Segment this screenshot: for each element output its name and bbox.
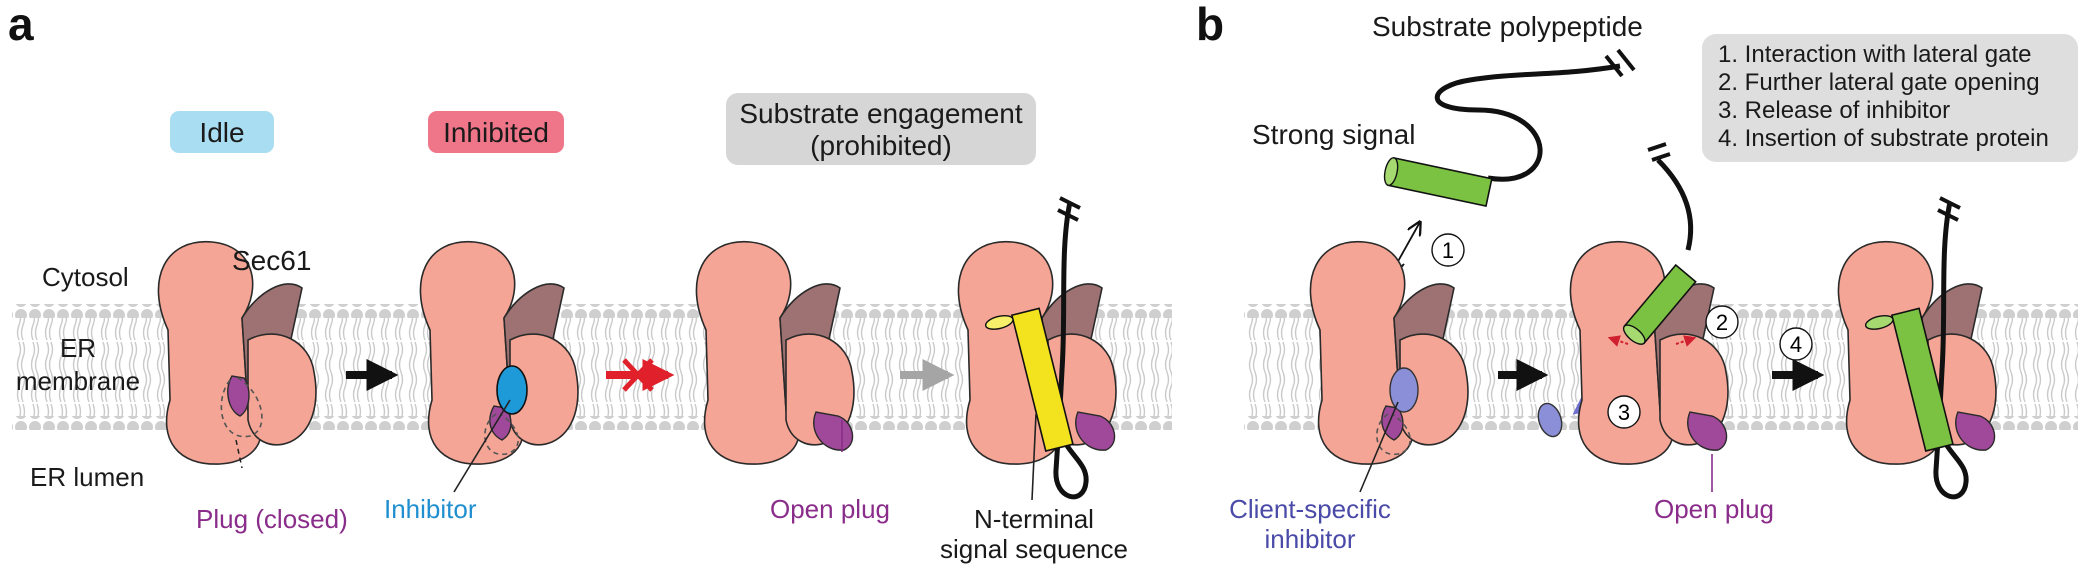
released-inhibitor [1537, 402, 1563, 438]
step-marker-1-text: 1 [1442, 238, 1454, 263]
plug-closed-label: Plug (closed) [196, 504, 348, 534]
substrate-polypeptide-label: Substrate polypeptide [1372, 11, 1643, 42]
inhibitor-label: Inhibitor [384, 494, 477, 524]
step-marker-4 [1779, 327, 1813, 361]
plug-leader [235, 439, 243, 469]
step-marker-3 [1607, 395, 1641, 429]
idle-label-box [170, 111, 274, 153]
strong-signal-helix [1383, 156, 1493, 208]
signal-sequence-label-line1: N-terminal [974, 504, 1094, 534]
sec61-channel-inhibited [419, 240, 579, 465]
step-marker-1 [1431, 233, 1465, 267]
er-membrane-label-line1: ER [60, 333, 96, 363]
substrate-polypeptide-chain [1434, 63, 1621, 182]
gate-open-arrow-right [1675, 335, 1697, 347]
substrate-engagement-label-box [726, 93, 1036, 165]
step-marker-4-text: 4 [1790, 332, 1802, 357]
strong-signal-label: Strong signal [1252, 119, 1415, 150]
panel-letter-b: b [1196, 0, 1224, 50]
step-marker-3-text: 3 [1618, 400, 1630, 425]
substrate-end-tick-1 [1604, 54, 1624, 78]
panel-letter-a: a [8, 0, 34, 50]
sec61-channel-gate-opening [1569, 142, 1729, 465]
sec61-channel-engaged [957, 196, 1117, 500]
step-3: 3. Release of inhibitor [1718, 97, 1950, 124]
client-inhibitor-label-line2: inhibitor [1264, 524, 1355, 554]
inhibitor-leader [453, 399, 511, 493]
step-2: 2. Further lateral gate opening [1718, 69, 2040, 96]
open-plug-label-a: Open plug [770, 494, 890, 524]
gate-signal-helix [1622, 263, 1697, 345]
sec61-channel-idle [157, 240, 317, 465]
inhibited-label-box [428, 111, 564, 153]
step-marker-2-text: 2 [1716, 310, 1728, 335]
blocked-arrow [606, 358, 675, 392]
sec61-label: Sec61 [232, 245, 311, 276]
signal-leader [1031, 413, 1037, 501]
step-1: 1. Interaction with lateral gate [1718, 41, 2032, 68]
substrate-engagement-sublabel: (prohibited) [810, 130, 952, 161]
signal-sequence-label-line2: signal sequence [940, 534, 1128, 564]
step-4: 4. Insertion of substrate protein [1718, 125, 2049, 152]
step-marker-2 [1705, 305, 1739, 339]
open-plug-label-b: Open plug [1654, 494, 1774, 524]
sec61-channel-inserted [1837, 196, 1997, 500]
sec61-channel-client-inhibited [1309, 240, 1469, 465]
gate-open-arrow-left [1607, 335, 1629, 347]
substrate-engagement-label: Substrate engagement [739, 98, 1023, 129]
steps-box [1702, 34, 2078, 162]
sec61-channel-open [695, 240, 855, 465]
client-inhibitor-leader [1359, 401, 1399, 493]
substrate-end-tick-2 [1616, 48, 1636, 72]
idle-label: Idle [199, 117, 244, 148]
er-membrane-label-line2: membrane [16, 366, 140, 396]
cytosol-label: Cytosol [42, 262, 129, 292]
er-lumen-label: ER lumen [30, 462, 144, 492]
inhibited-label: Inhibited [443, 117, 549, 148]
client-inhibitor-label-line1: Client-specific [1229, 494, 1391, 524]
